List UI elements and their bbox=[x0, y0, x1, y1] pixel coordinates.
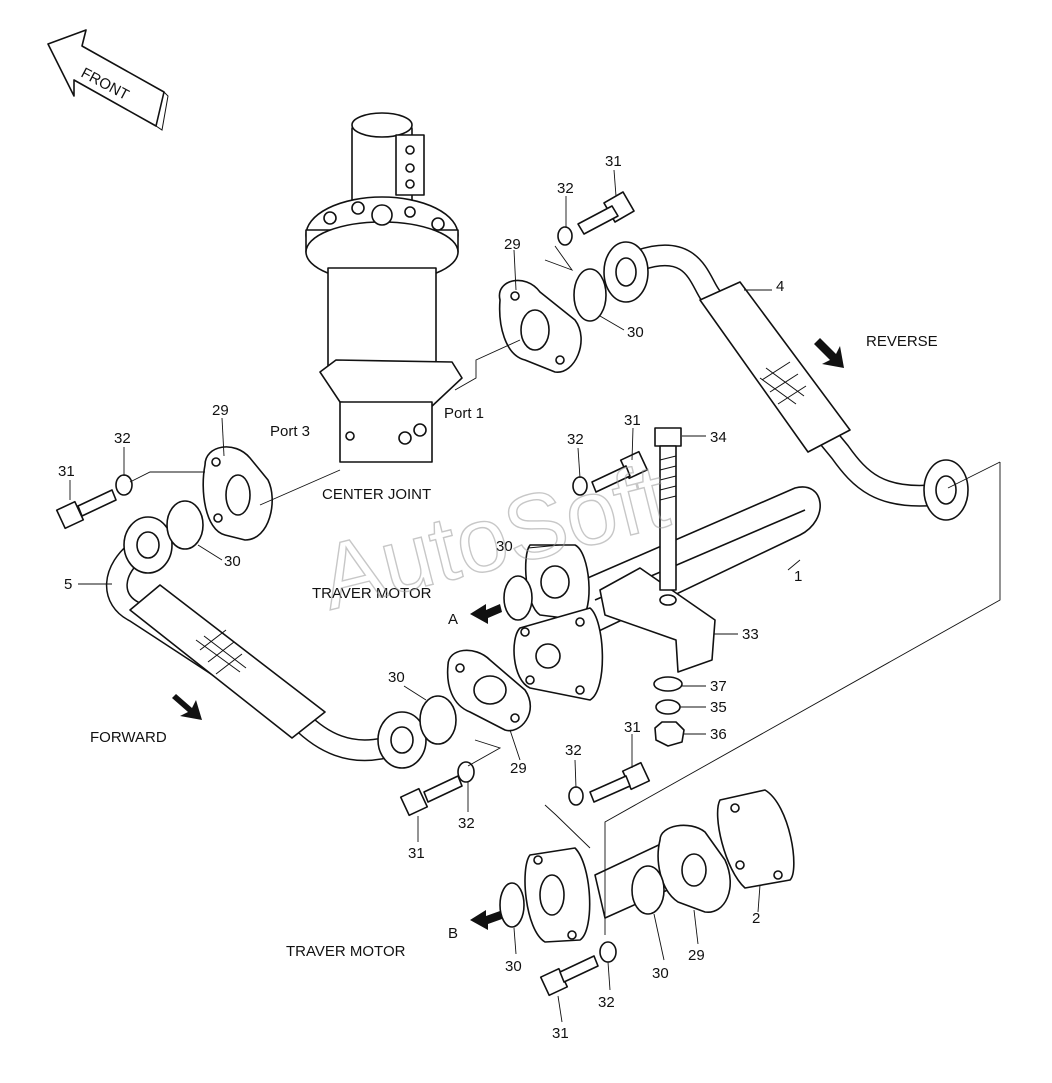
washer-37 bbox=[653, 676, 683, 692]
callout-30: 30 bbox=[388, 669, 405, 686]
split-flange-29-lower bbox=[446, 649, 532, 732]
leader-lines bbox=[69, 169, 801, 1023]
hose-4 bbox=[603, 241, 969, 521]
callout-4: 4 bbox=[776, 278, 784, 295]
callout-32: 32 bbox=[567, 431, 584, 448]
traver-motor-label-b: TRAVER MOTOR bbox=[286, 943, 406, 960]
callout-35: 35 bbox=[710, 699, 727, 716]
o-ring-30-lower bbox=[419, 695, 457, 745]
traver-motor-flange-b bbox=[524, 789, 795, 943]
o-ring-30-bottom bbox=[631, 865, 665, 915]
lock-washer-35 bbox=[655, 699, 681, 715]
washer-32-upper bbox=[557, 226, 573, 246]
reverse-arrow-icon bbox=[814, 338, 844, 368]
callout-29: 29 bbox=[212, 402, 229, 419]
arrow-b-icon bbox=[470, 910, 502, 930]
bolt-31-lower bbox=[399, 775, 463, 817]
nut-36 bbox=[654, 721, 685, 747]
center-joint bbox=[305, 112, 463, 463]
port3-label: Port 3 bbox=[270, 423, 310, 440]
callout-30: 30 bbox=[505, 958, 522, 975]
center-joint-label: CENTER JOINT bbox=[322, 486, 431, 503]
label-b: B bbox=[448, 925, 458, 942]
bolt-31-bottom bbox=[539, 955, 599, 997]
callout-31: 31 bbox=[624, 412, 641, 429]
callout-37: 37 bbox=[710, 678, 727, 695]
callout-2: 2 bbox=[752, 910, 760, 927]
callout-36: 36 bbox=[710, 726, 727, 743]
arrow-a-icon bbox=[470, 604, 502, 624]
callout-30: 30 bbox=[224, 553, 241, 570]
callout-29: 29 bbox=[510, 760, 527, 777]
bolt-31-middle bbox=[591, 450, 649, 493]
callout-29: 29 bbox=[504, 236, 521, 253]
washer-32-bottom bbox=[599, 941, 617, 963]
washer-32-lower bbox=[457, 761, 475, 783]
callout-31: 31 bbox=[624, 719, 641, 736]
callout-32: 32 bbox=[557, 180, 574, 197]
split-flange-29-bottom bbox=[657, 824, 731, 913]
callout-31: 31 bbox=[58, 463, 75, 480]
callout-32: 32 bbox=[565, 742, 582, 759]
callout-5: 5 bbox=[64, 576, 72, 593]
bolt-31-left bbox=[55, 489, 117, 530]
callout-30: 30 bbox=[627, 324, 644, 341]
traver-motor-flange-a bbox=[513, 544, 604, 701]
callout-30: 30 bbox=[652, 965, 669, 982]
split-flange-29-left bbox=[202, 446, 273, 541]
o-ring-30-upper bbox=[573, 268, 607, 322]
callout-1: 1 bbox=[794, 568, 802, 585]
callout-31: 31 bbox=[605, 153, 622, 170]
port1-label: Port 1 bbox=[444, 405, 484, 422]
label-a: A bbox=[448, 611, 458, 628]
bolt-31-bottom-upper bbox=[589, 761, 651, 803]
o-ring-30-left bbox=[166, 500, 204, 550]
forward-label: FORWARD bbox=[90, 729, 167, 746]
bolt-34 bbox=[654, 427, 682, 591]
o-ring-30-a bbox=[503, 575, 533, 621]
callout-31: 31 bbox=[552, 1025, 569, 1042]
washer-32-bottom-upper bbox=[568, 786, 584, 806]
washer-32-left bbox=[115, 474, 133, 496]
bolt-31-upper bbox=[577, 191, 635, 235]
callout-29: 29 bbox=[688, 947, 705, 964]
hose-5 bbox=[105, 516, 427, 769]
callout-31: 31 bbox=[408, 845, 425, 862]
callout-32: 32 bbox=[114, 430, 131, 447]
split-flange-29-upper bbox=[498, 279, 582, 373]
block-33 bbox=[599, 567, 716, 673]
reverse-label: REVERSE bbox=[866, 333, 938, 350]
front-arrow-icon bbox=[47, 29, 169, 131]
callout-32: 32 bbox=[598, 994, 615, 1011]
forward-arrow-icon bbox=[172, 694, 202, 720]
callout-32: 32 bbox=[458, 815, 475, 832]
callout-33: 33 bbox=[742, 626, 759, 643]
assembly-lines bbox=[129, 245, 1001, 935]
traver-motor-label-a: TRAVER MOTOR bbox=[312, 585, 432, 602]
callout-30: 30 bbox=[496, 538, 513, 555]
callout-34: 34 bbox=[710, 429, 727, 446]
o-ring-30-bottom-b bbox=[499, 882, 525, 928]
